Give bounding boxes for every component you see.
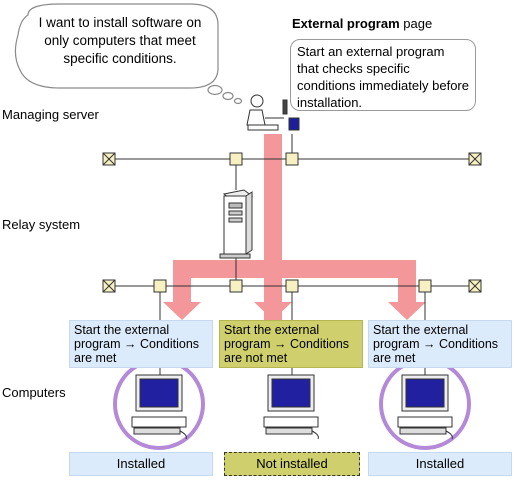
result-not-installed: Not installed <box>224 452 360 476</box>
relay-system-label: Relay system <box>2 217 81 232</box>
network-node-icon <box>102 279 482 293</box>
computer-icon <box>131 374 187 440</box>
result-installed-left: Installed <box>69 452 213 476</box>
result-installed-right: Installed <box>368 452 512 476</box>
external-program-page-title: External program page <box>292 16 433 31</box>
computer-icon <box>263 374 319 440</box>
computers-label: Computers <box>2 385 66 400</box>
admin-user-icon <box>246 94 300 131</box>
relay-server-icon <box>219 189 254 259</box>
distribution-arrows <box>163 134 426 320</box>
thought-text: I want to install software on only compu… <box>38 15 202 66</box>
computer-icon <box>397 374 453 440</box>
external-program-note: Start an external program that checks sp… <box>290 39 476 111</box>
network-terminator-icon <box>102 152 482 166</box>
managing-server-label: Managing server <box>2 107 99 122</box>
thought-bubble <box>14 3 243 105</box>
